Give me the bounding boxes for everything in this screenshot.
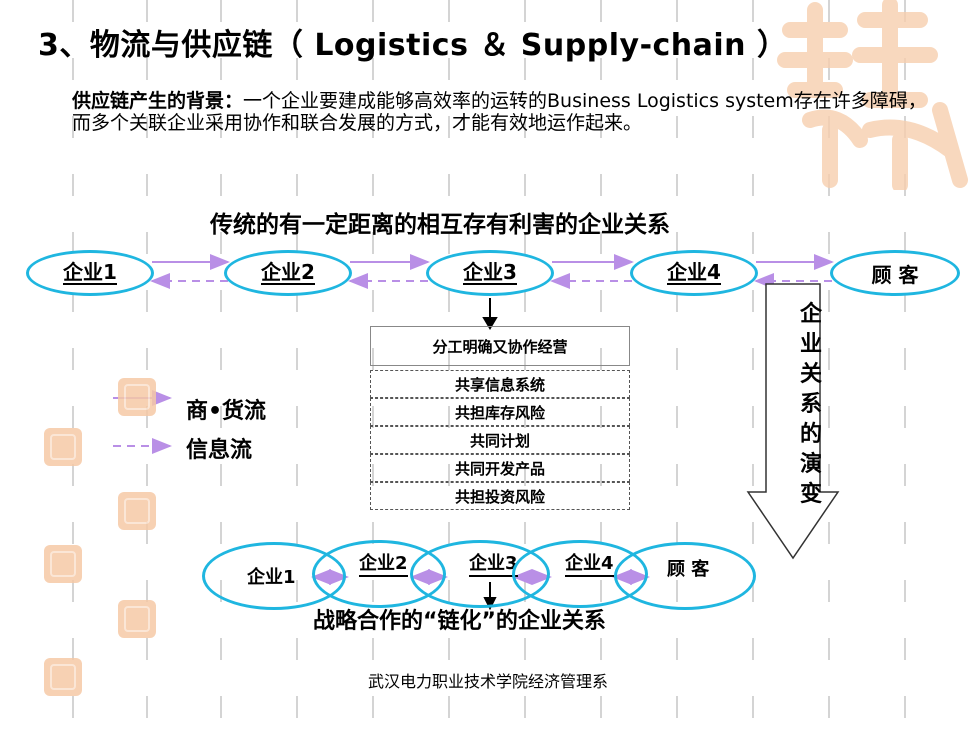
decorative-seal (118, 492, 156, 530)
top-node-label: 企业4 (667, 260, 721, 285)
decorative-seal (44, 658, 82, 696)
top-node-enterprise-1: 企业1 (26, 250, 154, 296)
cooperation-item: 共享信息系统 (370, 370, 630, 398)
cooperation-item: 共同计划 (370, 426, 630, 454)
intro-text: 一个企业要建成能够高效率的运转的Business Logistics syste… (72, 90, 927, 134)
bottom-node-label: 顾 客 (667, 559, 710, 580)
cooperation-item: 共担投资风险 (370, 482, 630, 510)
top-node-label: 企业1 (63, 260, 117, 285)
legend-info-label: 信息流 (186, 438, 253, 463)
top-node-customer: 顾 客 (830, 250, 960, 296)
intro-paragraph: 供应链产生的背景：一个企业要建成能够高效率的运转的Business Logist… (72, 90, 932, 134)
top-node-enterprise-4: 企业4 (630, 250, 758, 296)
cooperation-item: 共同开发产品 (370, 454, 630, 482)
bottom-node-customer: 顾 客 (614, 542, 756, 610)
decorative-seal (44, 428, 82, 466)
bottom-node-label: 企业1 (247, 567, 296, 588)
top-node-enterprise-3: 企业3 (426, 250, 554, 296)
bottom-node-label: 企业4 (565, 553, 614, 577)
top-node-label: 顾 客 (871, 262, 919, 287)
decorative-seal (44, 545, 82, 583)
chain-caption: 战略合作的“链化”的企业关系 (313, 609, 606, 634)
traditional-heading: 传统的有一定距离的相互存有利害的企业关系 (210, 212, 670, 238)
decorative-seal-large (777, 0, 968, 190)
top-node-label: 企业3 (463, 260, 517, 285)
cooperation-list: 分工明确又协作经营 共享信息系统 共担库存风险 共同计划 共同开发产品 共担投资… (370, 326, 630, 510)
decorative-seal (118, 600, 156, 638)
footer-institution: 武汉电力职业技术学院经济管理系 (368, 672, 609, 691)
decorative-seal (118, 378, 156, 416)
bottom-node-label: 企业3 (469, 553, 518, 577)
page-title: 3、物流与供应链（ Logistics ＆ Supply-chain ） (38, 28, 788, 63)
cooperation-item: 共担库存风险 (370, 398, 630, 426)
cooperation-item: 分工明确又协作经营 (370, 326, 630, 366)
bottom-node-label: 企业2 (359, 553, 408, 577)
top-node-enterprise-2: 企业2 (224, 250, 352, 296)
top-node-label: 企业2 (261, 260, 315, 285)
evolution-label: 企业关系的演变 (799, 302, 822, 507)
intro-label: 供应链产生的背景： (72, 90, 244, 112)
evolution-arrow (746, 283, 840, 560)
legend-commerce-label: 商•货流 (186, 399, 267, 424)
